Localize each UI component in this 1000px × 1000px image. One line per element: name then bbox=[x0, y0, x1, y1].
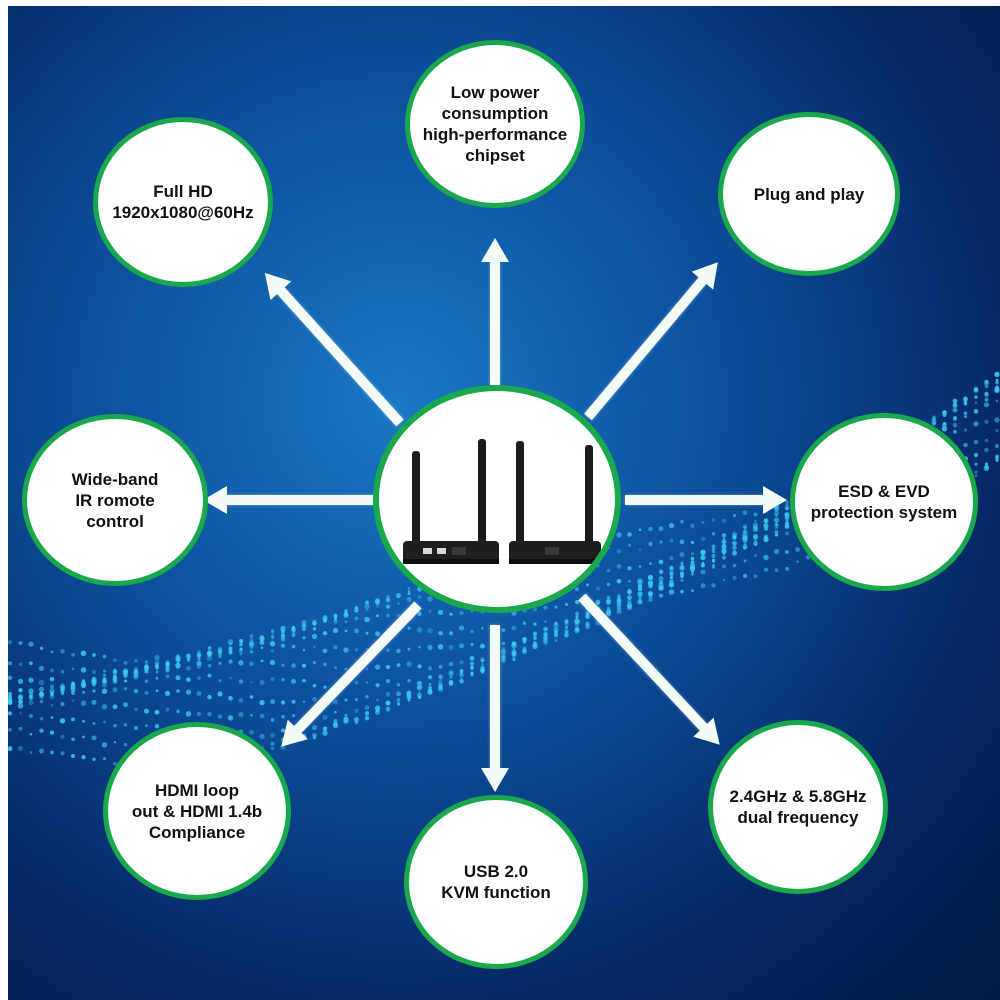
feature-label: USB 2.0 KVM function bbox=[441, 862, 551, 902]
feature-label: Full HD 1920x1080@60Hz bbox=[112, 182, 254, 222]
feature-bubble-top: Low power consumption high-performance c… bbox=[405, 40, 585, 208]
feature-bubble-bottom-right: 2.4GHz & 5.8GHz dual frequency bbox=[708, 720, 888, 894]
feature-label: 2.4GHz & 5.8GHz dual frequency bbox=[729, 787, 867, 827]
feature-bubble-top-left: Full HD 1920x1080@60Hz bbox=[93, 117, 273, 287]
feature-bubble-top-right: Plug and play bbox=[718, 112, 900, 276]
two-wireless-hdmi-extender-units-with-antennas-icon bbox=[403, 439, 601, 564]
feature-bubble-right: ESD & EVD protection system bbox=[790, 413, 978, 591]
feature-label: Wide-band IR romote control bbox=[71, 469, 159, 531]
feature-label: Low power consumption high-performance c… bbox=[422, 83, 568, 165]
feature-bubble-bottom: USB 2.0 KVM function bbox=[404, 795, 588, 969]
top-border bbox=[0, 0, 1000, 6]
feature-bubble-bottom-left: HDMI loop out & HDMI 1.4b Compliance bbox=[103, 722, 291, 900]
feature-label: ESD & EVD protection system bbox=[810, 482, 958, 522]
feature-bubble-left: Wide-band IR romote control bbox=[22, 414, 208, 586]
arrow-to-bottom bbox=[481, 625, 509, 792]
feature-label: Plug and play bbox=[753, 184, 865, 204]
feature-label: HDMI loop out & HDMI 1.4b Compliance bbox=[131, 780, 263, 842]
arrow-to-top bbox=[481, 238, 509, 385]
arrow-to-right bbox=[625, 486, 787, 514]
arrow-to-left bbox=[203, 486, 375, 514]
center-product-bubble bbox=[373, 385, 621, 613]
left-border bbox=[0, 0, 8, 1000]
